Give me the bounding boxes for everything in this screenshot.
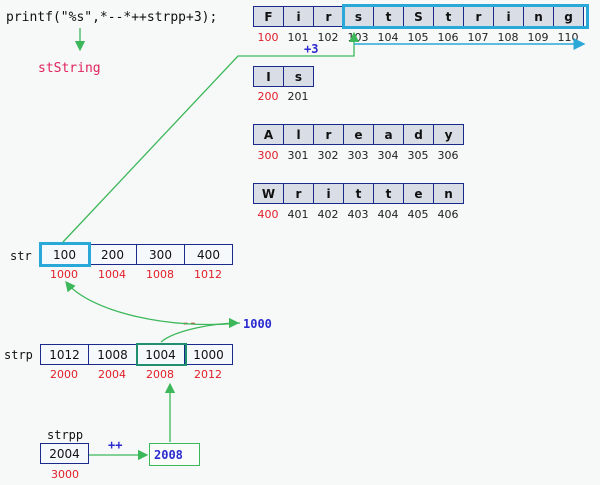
char-cell: y bbox=[433, 124, 464, 145]
addr-label: 400 bbox=[257, 208, 279, 221]
strp-array: 1012 1008 1004 1000 bbox=[40, 344, 233, 365]
decrement-arrow bbox=[160, 317, 240, 343]
strpp-box: 2004 bbox=[40, 443, 89, 464]
plus3-label: +3 bbox=[304, 42, 319, 56]
string-row-2: I s bbox=[253, 66, 314, 87]
strp-cell: 1000 bbox=[184, 344, 233, 365]
addr-label: 106 bbox=[437, 31, 459, 44]
char-cell: n bbox=[433, 183, 464, 204]
str-cell: 200 bbox=[88, 244, 137, 265]
addr-label: 305 bbox=[407, 149, 429, 162]
addr-label: 1008 bbox=[146, 268, 174, 281]
char-cell: s bbox=[283, 66, 314, 87]
addr-label: 304 bbox=[377, 149, 399, 162]
str-cell-highlight bbox=[39, 242, 91, 267]
addr-label: 402 bbox=[317, 208, 339, 221]
increment-result-box bbox=[149, 443, 200, 466]
addr-label: 109 bbox=[527, 31, 549, 44]
addr-label: 104 bbox=[377, 31, 399, 44]
addr-label: 1000 bbox=[50, 268, 78, 281]
addr-label: 200 bbox=[257, 90, 279, 103]
str-deref-arrow bbox=[65, 280, 241, 326]
char-cell: i bbox=[313, 183, 344, 204]
result-text: stString bbox=[38, 61, 101, 76]
addr-label: 302 bbox=[317, 149, 339, 162]
strp-cell-highlight bbox=[136, 343, 187, 366]
addr-label: 301 bbox=[287, 149, 309, 162]
addr-label: 405 bbox=[407, 208, 429, 221]
increment-op: ++ bbox=[108, 438, 123, 452]
string-row-3: A l r e a d y bbox=[253, 124, 464, 145]
addr-label: 3000 bbox=[51, 468, 79, 481]
strp-cell: 1008 bbox=[88, 344, 137, 365]
string-2-addresses: 200 201 bbox=[253, 90, 313, 103]
str-cell: 300 bbox=[136, 244, 185, 265]
addr-label: 1004 bbox=[98, 268, 126, 281]
addr-label: 404 bbox=[377, 208, 399, 221]
addr-label: 105 bbox=[407, 31, 429, 44]
increment-result: 2008 bbox=[154, 448, 183, 462]
addr-label: 306 bbox=[437, 149, 459, 162]
addr-label: 201 bbox=[287, 90, 309, 103]
addr-label: 401 bbox=[287, 208, 309, 221]
strpp-cell: 2004 bbox=[40, 443, 89, 464]
decrement-op: -- bbox=[182, 316, 197, 330]
str-array: 100 200 300 400 bbox=[40, 244, 233, 265]
addr-label: 303 bbox=[347, 149, 369, 162]
strp-addresses: 2000 2004 2008 2012 bbox=[40, 368, 232, 381]
decrement-result: 1000 bbox=[243, 317, 272, 331]
addr-label: 107 bbox=[467, 31, 489, 44]
addr-label: 100 bbox=[257, 31, 279, 44]
string-row-4: W r i t t e n bbox=[253, 183, 464, 204]
str-cell: 400 bbox=[184, 244, 233, 265]
string-3-addresses: 300 301 302 303 304 305 306 bbox=[253, 149, 463, 162]
code-line: printf("%s",*--*++strpp+3); bbox=[6, 10, 218, 25]
char-cell: I bbox=[253, 66, 284, 87]
strpp-address: 3000 bbox=[41, 468, 89, 481]
addr-label: 300 bbox=[257, 149, 279, 162]
string-4-addresses: 400 401 402 403 404 405 406 bbox=[253, 208, 463, 221]
strp-label: strp bbox=[4, 348, 33, 362]
str-addresses: 1000 1004 1008 1012 bbox=[40, 268, 232, 281]
addr-label: 2012 bbox=[194, 368, 222, 381]
char-cell: d bbox=[403, 124, 434, 145]
char-cell: r bbox=[313, 6, 344, 27]
substring-highlight bbox=[342, 4, 589, 29]
addr-label: 110 bbox=[557, 31, 579, 44]
addr-label: 101 bbox=[287, 31, 309, 44]
addr-label: 2008 bbox=[146, 368, 174, 381]
str-pointer-arrow bbox=[62, 31, 360, 243]
addr-label: 2004 bbox=[98, 368, 126, 381]
string-row-1: F i r s t S t r i n g bbox=[253, 6, 584, 27]
strpp-label: strpp bbox=[47, 428, 84, 442]
addr-label: 2000 bbox=[50, 368, 78, 381]
addr-label: 102 bbox=[317, 31, 339, 44]
addr-label: 403 bbox=[347, 208, 369, 221]
addr-label: 1012 bbox=[194, 268, 222, 281]
strp-cell: 1012 bbox=[40, 344, 89, 365]
char-cell: r bbox=[313, 124, 344, 145]
addr-label: 108 bbox=[497, 31, 519, 44]
str-label: str bbox=[10, 249, 32, 263]
addr-label: 406 bbox=[437, 208, 459, 221]
